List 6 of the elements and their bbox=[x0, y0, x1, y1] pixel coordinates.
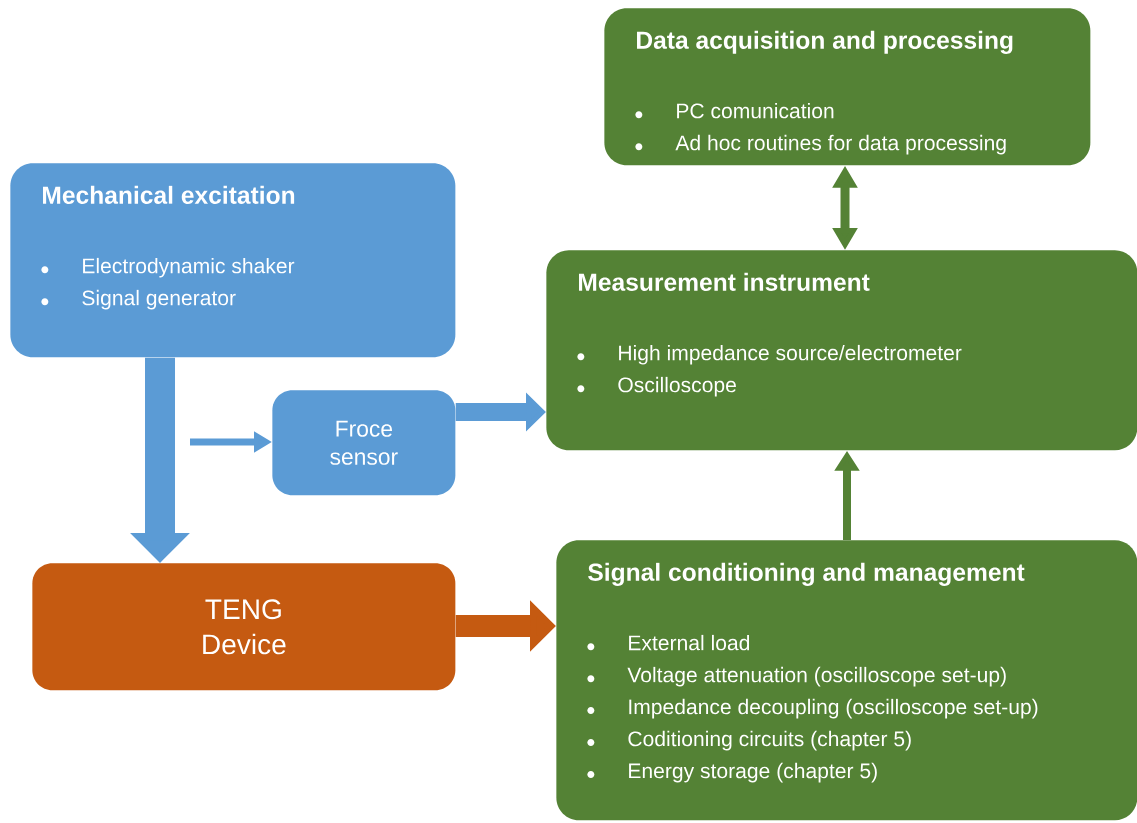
process-box: Data acquisition and processing PC comunication Ad hoc routines for data processing bbox=[604, 8, 1091, 166]
process-box: Mechanical excitation Electrodynamic shaker Signal generator bbox=[10, 163, 456, 358]
process-box: Signal conditioning and management External load Voltage attenuation (oscilloscope set-up) Impedance decoupling (oscilloscope set-up) Coditioning circuits (chapter 5) Energy storage (chapter 5) bbox=[556, 540, 1137, 821]
device-box: TENG Device bbox=[32, 563, 456, 691]
process-box: Measurement instrument High impedance source/electrometer Oscilloscope bbox=[546, 250, 1137, 451]
device-box: Froce sensor bbox=[272, 390, 456, 496]
